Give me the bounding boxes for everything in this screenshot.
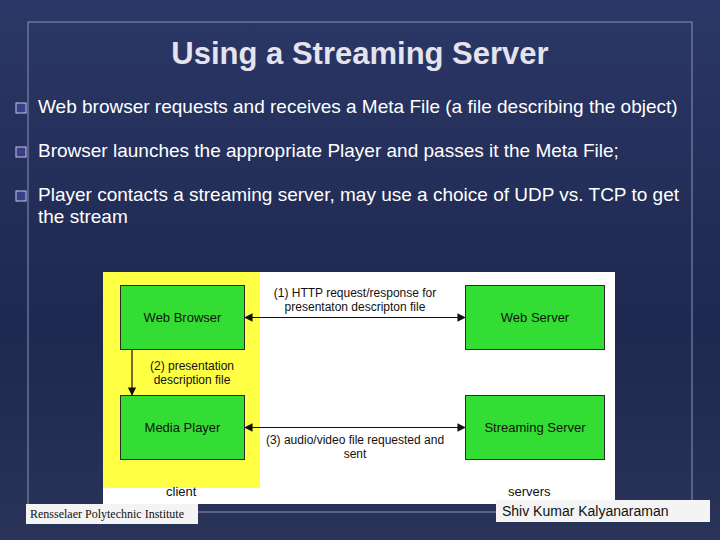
bullet-text: Web browser requests and receives a Meta…	[38, 96, 688, 118]
connector-arrow	[245, 427, 465, 428]
edge-label: (3) audio/video file requested and sent	[265, 433, 445, 461]
region-label: servers	[508, 484, 551, 499]
bullet-text: Player contacts a streaming server, may …	[38, 184, 688, 228]
connector-arrow	[245, 317, 465, 318]
footer-author: Shiv Kumar Kalyanaraman	[502, 503, 669, 519]
bullet-square	[16, 103, 26, 113]
diagram-panel	[103, 272, 615, 504]
slide-title: Using a Streaming Server	[0, 36, 720, 72]
client-region	[103, 272, 260, 488]
bullet-text: Browser launches the appropriate Player …	[38, 140, 688, 162]
region-label: client	[166, 484, 196, 499]
bullet-square	[16, 147, 26, 157]
frame	[28, 22, 692, 512]
process-box: Web Browser	[120, 285, 245, 350]
edge-label: (1) HTTP request/response for presentato…	[253, 286, 458, 314]
bullet-square	[16, 191, 26, 201]
footer-institution: Rensselaer Polytechnic Institute	[30, 507, 184, 522]
process-box: Web Server	[465, 285, 605, 350]
box-text: Media Player	[137, 416, 229, 439]
process-box: Media Player	[120, 395, 245, 460]
connector-arrow	[131, 350, 132, 395]
footer-strip	[496, 500, 710, 522]
box-text: Streaming Server	[476, 416, 593, 439]
box-text: Web Browser	[136, 306, 230, 329]
process-box: Streaming Server	[465, 395, 605, 460]
box-text: Web Server	[493, 306, 577, 329]
edge-label: (2) presentation description file	[138, 359, 246, 387]
footer-strip	[26, 504, 198, 524]
